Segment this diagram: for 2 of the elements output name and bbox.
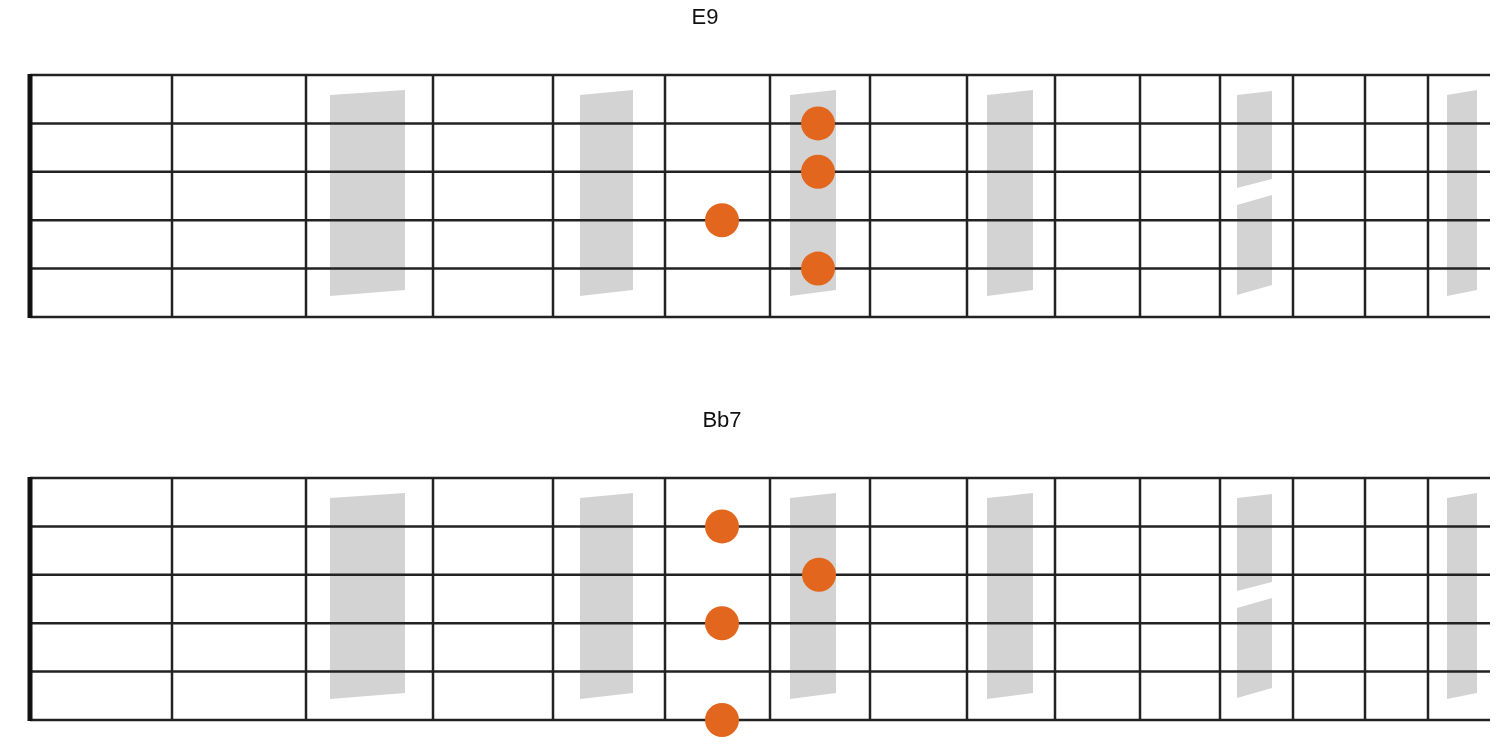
chord-name: E9 <box>691 4 719 30</box>
chord-name: Bb7 <box>702 407 742 433</box>
